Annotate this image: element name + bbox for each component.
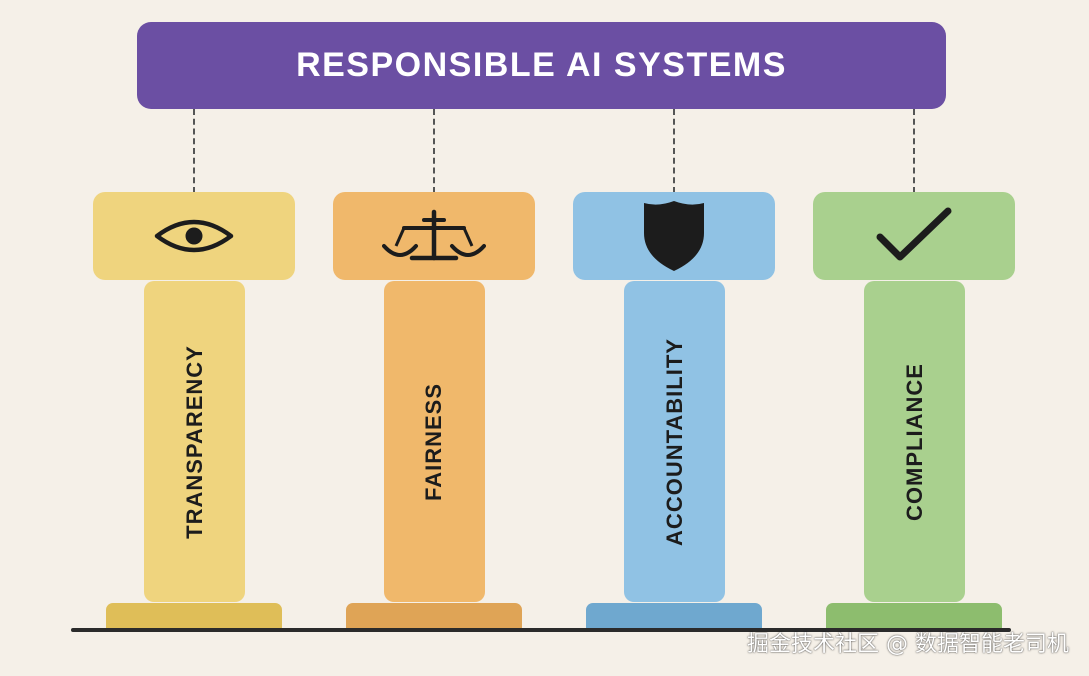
title-banner: RESPONSIBLE AI SYSTEMS (137, 22, 946, 109)
pillar-label-fairness: FAIRNESS (421, 382, 447, 501)
checkmark-icon (876, 207, 952, 265)
scales-icon (382, 208, 486, 264)
ground-line (71, 628, 1011, 632)
connector-line-transparency (193, 109, 195, 193)
shield-icon (642, 199, 706, 273)
pillar-shaft-accountability: ACCOUNTABILITY (624, 281, 725, 602)
eye-icon (154, 216, 234, 256)
watermark: 掘金技术社区 @ 数据智能老司机 (747, 632, 1069, 657)
pillar-base-compliance (826, 603, 1002, 629)
pillar-cap-fairness (333, 192, 535, 280)
pillar-label-transparency: TRANSPARENCY (181, 344, 207, 539)
pillar-shaft-transparency: TRANSPARENCY (144, 281, 245, 602)
pillar-shaft-fairness: FAIRNESS (384, 281, 485, 602)
connector-line-compliance (913, 109, 915, 193)
pillar-base-transparency (106, 603, 282, 629)
banner-title: RESPONSIBLE AI SYSTEMS (296, 46, 787, 84)
pillar-cap-transparency (93, 192, 295, 280)
pillar-shaft-compliance: COMPLIANCE (864, 281, 965, 602)
pillar-base-fairness (346, 603, 522, 629)
pillar-base-accountability (586, 603, 762, 629)
pillar-label-compliance: COMPLIANCE (901, 362, 927, 521)
pillar-label-accountability: ACCOUNTABILITY (661, 337, 687, 546)
pillar-cap-compliance (813, 192, 1015, 280)
pillar-cap-accountability (573, 192, 775, 280)
connector-line-accountability (673, 109, 675, 193)
connector-line-fairness (433, 109, 435, 193)
